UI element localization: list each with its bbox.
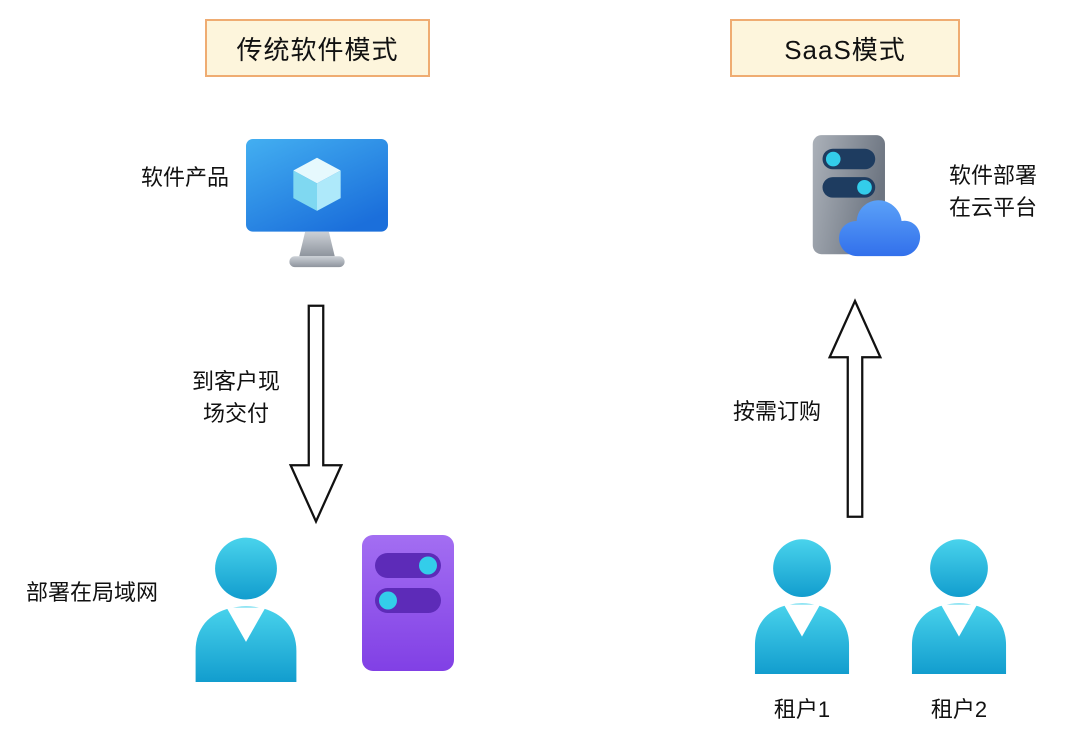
cloud-deploy-label: 软件部署 在云平台 [948,163,1037,220]
up-arrow-icon [826,284,884,532]
tenant-1-label: 租户1 [773,697,831,722]
customer-user-icon [183,533,309,682]
traditional-model-title-label: 传统软件模式 [236,34,399,65]
subscribe-arrow-label: 按需订购 [733,399,822,424]
software-product-label: 软件产品 [141,165,230,190]
delivery-arrow-label: 到客户现 场交付 [191,369,280,426]
cloud-server-icon [803,133,925,270]
tenant-2-user-icon [900,535,1018,674]
saas-model-title: SaaS模式 [730,19,960,77]
down-arrow-icon [287,293,345,536]
tenant-2-label: 租户2 [930,697,988,722]
tenant-1-user-icon [743,535,861,674]
purple-server-icon [360,533,456,673]
saas-model-title-label: SaaS模式 [784,34,906,65]
lan-deploy-label: 部署在局域网 [26,580,159,605]
traditional-model-title: 传统软件模式 [205,19,430,77]
monitor-cube-icon [243,136,391,276]
